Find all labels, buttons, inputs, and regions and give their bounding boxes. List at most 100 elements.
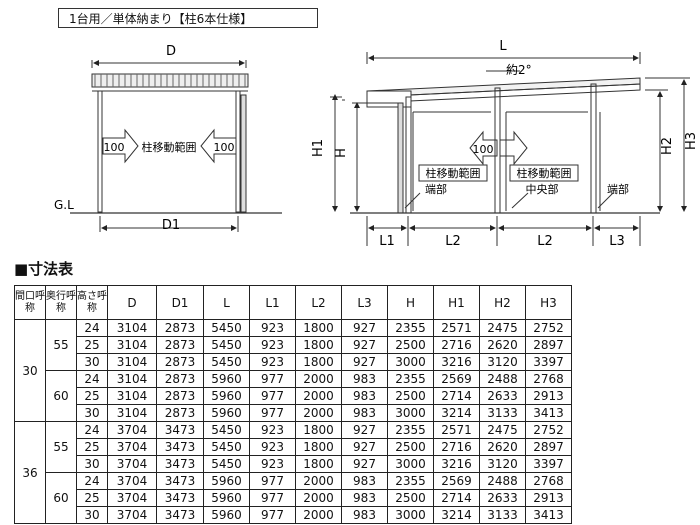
table-cell: 3473 <box>156 455 204 473</box>
front-dim-d: D <box>166 44 176 59</box>
front-gl-label: G.L <box>54 198 74 212</box>
header-okuyuki: 奥行呼称 <box>45 285 77 320</box>
table-cell: 5450 <box>203 353 250 371</box>
table-cell: 2633 <box>479 387 526 405</box>
table-cell: 2355 <box>387 421 434 439</box>
table-cell: 2873 <box>156 387 204 405</box>
table-cell: 2000 <box>295 506 342 524</box>
side-end-label-left: 端部 <box>425 182 447 196</box>
table-cell: 5450 <box>203 438 250 456</box>
table-cell: 2569 <box>433 472 480 490</box>
table-cell: 2873 <box>156 319 204 337</box>
table-cell: 5960 <box>203 472 250 490</box>
table-cell: 2500 <box>387 387 434 405</box>
table-cell: 2716 <box>433 336 480 354</box>
header-h: H <box>387 285 434 320</box>
table-cell: 2620 <box>479 438 526 456</box>
table-cell: 2500 <box>387 489 434 507</box>
okuyuki-cell: 60 <box>45 472 77 524</box>
table-cell: 2000 <box>295 370 342 388</box>
side-dim-h1: H1 <box>311 139 326 157</box>
table-cell: 3397 <box>525 353 572 371</box>
front-arrow-left-value: 100 <box>104 141 125 154</box>
header-l2: L2 <box>295 285 342 320</box>
table-cell: 3000 <box>387 353 434 371</box>
table-cell: 2488 <box>479 370 526 388</box>
table-cell: 2500 <box>387 336 434 354</box>
table-cell: 983 <box>341 387 388 405</box>
table-cell: 983 <box>341 489 388 507</box>
table-cell: 5960 <box>203 387 250 405</box>
header-h3: H3 <box>525 285 572 320</box>
table-cell: 2752 <box>525 421 572 439</box>
table-cell: 5960 <box>203 404 250 422</box>
table-cell: 3473 <box>156 489 204 507</box>
table-cell: 5960 <box>203 370 250 388</box>
side-range-label-left: 柱移動範囲 <box>426 166 481 180</box>
table-cell: 3704 <box>107 421 157 439</box>
table-cell: 927 <box>341 319 388 337</box>
side-end-label-right: 端部 <box>607 182 629 196</box>
table-cell: 923 <box>249 438 296 456</box>
table-cell: 3397 <box>525 455 572 473</box>
table-cell: 2897 <box>525 438 572 456</box>
table-cell: 25 <box>76 387 108 405</box>
table-cell: 2475 <box>479 421 526 439</box>
table-cell: 983 <box>341 506 388 524</box>
section-title: ■寸法表 <box>14 260 74 278</box>
table-cell: 5960 <box>203 489 250 507</box>
table-cell: 3473 <box>156 438 204 456</box>
table-cell: 2873 <box>156 370 204 388</box>
table-cell: 3704 <box>107 455 157 473</box>
side-dim-h2: H2 <box>660 137 675 155</box>
table-cell: 2714 <box>433 489 480 507</box>
table-cell: 923 <box>249 319 296 337</box>
table-cell: 3216 <box>433 455 480 473</box>
table-cell: 25 <box>76 489 108 507</box>
table-cell: 923 <box>249 455 296 473</box>
table-cell: 3413 <box>525 404 572 422</box>
diagram-title: 1台用／単体納まり【柱6本仕様】 <box>58 8 318 28</box>
table-cell: 5450 <box>203 421 250 439</box>
table-cell: 2000 <box>295 472 342 490</box>
table-cell: 977 <box>249 472 296 490</box>
table-cell: 1800 <box>295 319 342 337</box>
table-cell: 2913 <box>525 489 572 507</box>
header-h2: H2 <box>479 285 526 320</box>
table-cell: 3104 <box>107 370 157 388</box>
table-cell: 2633 <box>479 489 526 507</box>
table-cell: 1800 <box>295 353 342 371</box>
table-cell: 3000 <box>387 506 434 524</box>
table-cell: 3104 <box>107 319 157 337</box>
okuyuki-cell: 55 <box>45 319 77 371</box>
table-cell: 3120 <box>479 455 526 473</box>
table-cell: 3413 <box>525 506 572 524</box>
table-cell: 977 <box>249 370 296 388</box>
table-cell: 3000 <box>387 404 434 422</box>
table-cell: 3704 <box>107 506 157 524</box>
table-cell: 2000 <box>295 489 342 507</box>
table-cell: 2571 <box>433 319 480 337</box>
table-cell: 3104 <box>107 404 157 422</box>
header-l1: L1 <box>249 285 296 320</box>
maguchi-cell: 30 <box>14 319 46 422</box>
table-cell: 977 <box>249 489 296 507</box>
okuyuki-cell: 60 <box>45 370 77 422</box>
table-cell: 977 <box>249 506 296 524</box>
table-cell: 2488 <box>479 472 526 490</box>
table-cell: 25 <box>76 336 108 354</box>
dimension-table: 間口呼称 奥行呼称 高さ呼称 D D1 L L1 L2 L3 H H1 H2 H… <box>14 285 572 524</box>
table-cell: 2569 <box>433 370 480 388</box>
maguchi-cell: 36 <box>14 421 46 524</box>
table-cell: 2355 <box>387 370 434 388</box>
side-dim-l1: L1 <box>379 234 395 249</box>
side-arrow-value: 100 <box>473 143 494 156</box>
table-cell: 2620 <box>479 336 526 354</box>
